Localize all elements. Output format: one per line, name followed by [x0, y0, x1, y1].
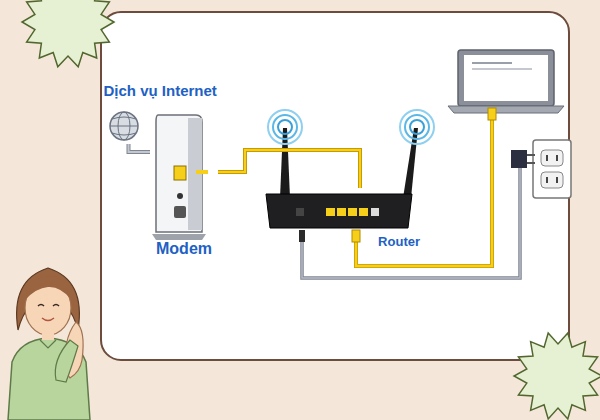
cable-plug [488, 108, 496, 120]
internet-cable [129, 144, 151, 152]
panel [101, 12, 569, 360]
cable-plug [352, 230, 360, 242]
ethernet-cable [218, 150, 360, 188]
power-jack [299, 230, 305, 242]
starburst [22, 0, 114, 67]
ethernet-cable [356, 118, 492, 266]
device-label: Dịch vụ Internet [104, 82, 244, 99]
modem: Modem [150, 112, 218, 264]
device-label: Modem [150, 240, 218, 258]
antenna [268, 110, 302, 198]
router: Router [260, 188, 424, 252]
antenna [400, 110, 434, 198]
device-label: Router [260, 234, 420, 249]
woman-figure [8, 268, 90, 420]
starburst [514, 333, 600, 419]
laptop [448, 50, 564, 113]
